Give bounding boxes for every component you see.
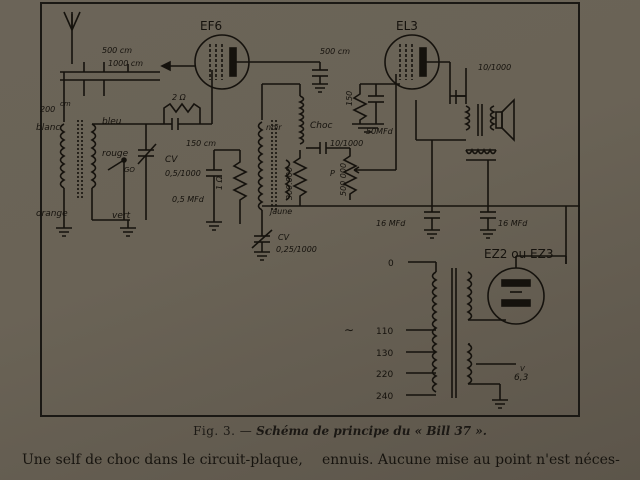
label-tap-130: 130	[376, 349, 393, 359]
interstage-coil	[251, 83, 300, 261]
cap-500cm-ef6-plate	[312, 62, 328, 93]
tube-ef6-icon	[160, 34, 320, 90]
label-res-300000: 300.000	[285, 167, 294, 200]
grid-network-ef6	[160, 70, 213, 130]
label-choc: Choc	[310, 121, 332, 131]
label-cap-16mfd-left: 16 MFd	[376, 219, 406, 228]
body-text-column-2: ennuis. Aucune mise au point n'est néces…	[322, 452, 620, 468]
label-cv1: CV	[165, 155, 178, 165]
label-cv1-value: 0,5/1000	[165, 169, 201, 178]
tube-el3-icon	[384, 34, 451, 90]
field-coil	[424, 140, 567, 264]
label-wire-jaune: jaune	[269, 207, 292, 216]
label-cv2: CV	[278, 233, 290, 242]
antenna-icon	[63, 11, 81, 64]
label-wire-blanc: blanc	[36, 123, 60, 133]
label-wire-vert: vert	[112, 211, 131, 221]
label-cap-200: 200	[40, 105, 55, 114]
label-cap-150cm: 150 cm	[186, 139, 216, 148]
label-cap-05mfd: 0,5 MFd	[172, 195, 205, 204]
label-tap-240: 240	[376, 392, 393, 402]
label-tap-110: 110	[376, 327, 393, 337]
input-coil-core	[77, 120, 83, 200]
schematic-frame	[40, 2, 580, 417]
label-wire-rouge: rouge	[102, 149, 129, 159]
label-cap-500cm-top: 500 cm	[102, 46, 132, 55]
schematic-diagram: EF6 EL3 EZ2 ou EZ3 500 cm 1000 cm 200 cm…	[36, 11, 580, 409]
choke-coil	[262, 84, 580, 207]
ef6-cathode-network	[206, 149, 248, 231]
el3-cathode-network	[352, 83, 400, 133]
label-heater-v: V	[520, 365, 526, 373]
label-cap-200-unit: cm	[60, 100, 71, 108]
label-tap-220: 220	[376, 370, 393, 380]
caption-title: Schéma de principe du « Bill 37 ».	[256, 424, 487, 438]
loudspeaker-icon	[495, 98, 515, 142]
ac-symbol-icon: ∼	[344, 323, 354, 337]
label-cap-10-1000-mid: 10/1000	[330, 139, 363, 148]
label-pot-p: P	[330, 169, 335, 178]
tube-rectifier-label: EZ2 ou EZ3	[484, 247, 553, 261]
caption-figure-number: Fig. 3. —	[193, 424, 253, 438]
label-res-150: 150	[345, 91, 354, 106]
label-heater-63: 6,3	[514, 373, 529, 383]
tube-ez2-icon	[487, 255, 567, 325]
label-res-2ohm: 2 Ω	[172, 93, 187, 102]
label-wire-orange: orange	[36, 209, 68, 219]
label-cv2-value: 0,25/1000	[276, 245, 317, 254]
label-go: GO	[124, 166, 135, 174]
body-text-column-1: Une self de choc dans le circuit-plaque,	[22, 452, 303, 468]
label-cap-500cm-mid: 500 cm	[320, 47, 350, 56]
label-tap-0: 0	[388, 259, 394, 269]
variable-capacitor-cv1	[137, 124, 157, 220]
power-transformer	[406, 261, 516, 409]
label-res-500000: 500 000	[339, 163, 348, 196]
input-coil-secondary	[90, 123, 160, 237]
label-wire-bleu: bleu	[102, 117, 122, 127]
input-capacitors	[60, 62, 160, 100]
label-cap-16mfd-right: 16 MFd	[498, 219, 528, 228]
label-cap-1000cm: 1000 cm	[108, 59, 143, 68]
figure-caption: Fig. 3. — Schéma de principe du « Bill 3…	[100, 424, 580, 438]
label-wire-noir: noir	[266, 123, 282, 132]
label-res-1ohm: 1 Ω	[215, 175, 224, 190]
output-transformer	[415, 68, 497, 141]
tube-el3-label: EL3	[396, 19, 418, 33]
label-cap-50mfd: 50MFd	[366, 127, 394, 136]
coupling-to-el3	[306, 74, 397, 200]
tube-ef6-label: EF6	[200, 19, 222, 33]
label-cap-10-1000-right: 10/1000	[478, 63, 511, 72]
input-coil-primary	[56, 100, 72, 237]
